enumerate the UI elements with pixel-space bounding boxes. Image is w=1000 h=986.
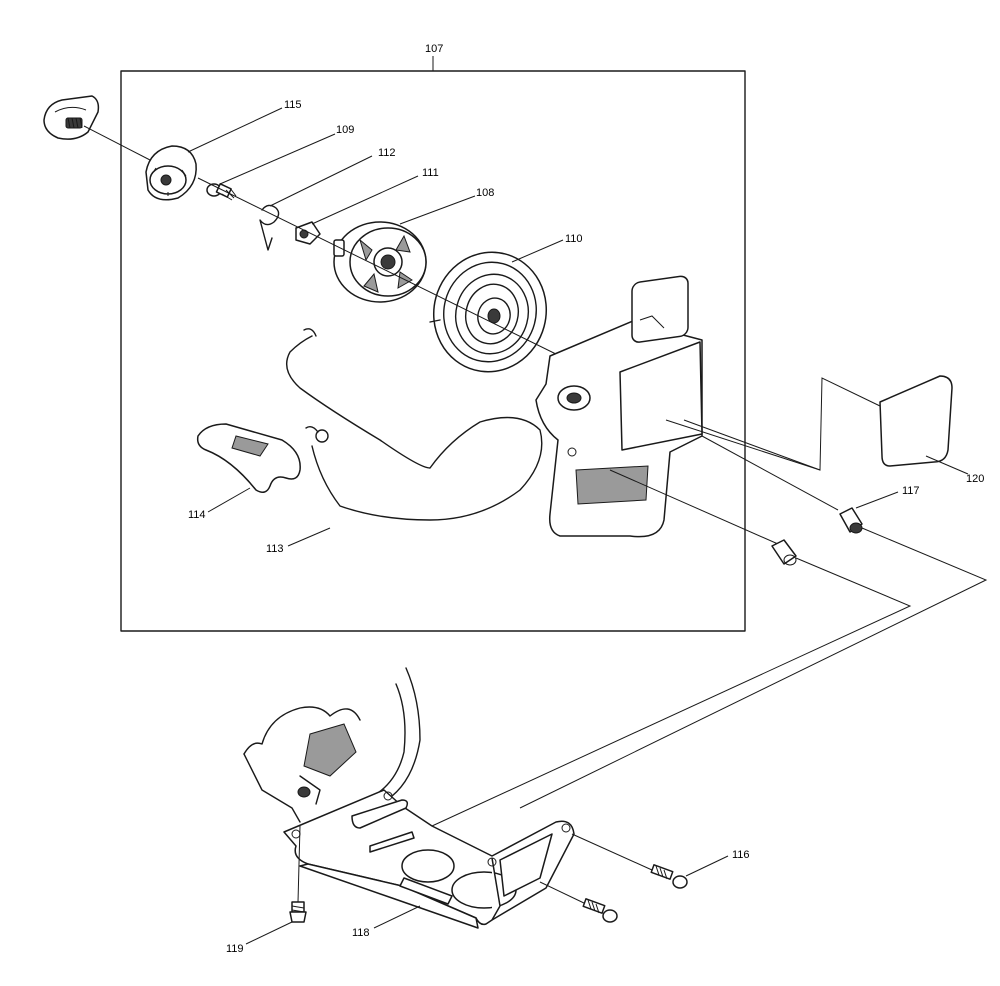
callout-117: 117 (902, 485, 920, 497)
callout-118: 118 (352, 927, 370, 939)
part-111-ratchet-pawl (295, 221, 321, 245)
engine-crankcase (243, 667, 421, 823)
callout-111: 111 (422, 167, 439, 179)
callout-116: 116 (732, 849, 750, 861)
part-110-recoil-spring (429, 251, 548, 373)
callout-114: 114 (188, 509, 206, 521)
part-113-starter-rope (286, 328, 543, 521)
part-108-rope-reel (333, 221, 427, 303)
part-116-bolt (571, 833, 688, 889)
starter-housing (535, 275, 703, 538)
callout-108: 108 (476, 187, 494, 199)
part-117-collar (839, 507, 863, 534)
callout-113: 113 (266, 543, 284, 555)
part-109-bolt (206, 183, 237, 201)
part-119-bolt (289, 825, 307, 923)
part-115-ratchet-pulley (145, 145, 197, 201)
callout-115: 115 (284, 99, 302, 111)
callout-109: 109 (336, 124, 354, 136)
callout-119: 119 (226, 943, 244, 955)
part-114-starter-handle (196, 423, 301, 493)
callout-107: 107 (425, 43, 443, 55)
crankshaft-end (43, 95, 100, 140)
callout-110: 110 (565, 233, 583, 245)
collar-lower (771, 539, 797, 566)
part-112-spring-clip (259, 204, 280, 251)
callout-112: 112 (378, 147, 396, 159)
part-118-protector-plate (283, 789, 575, 929)
bolt-lower-right (539, 881, 618, 923)
callout-120: 120 (966, 473, 984, 485)
part-120-gasket (879, 375, 953, 467)
